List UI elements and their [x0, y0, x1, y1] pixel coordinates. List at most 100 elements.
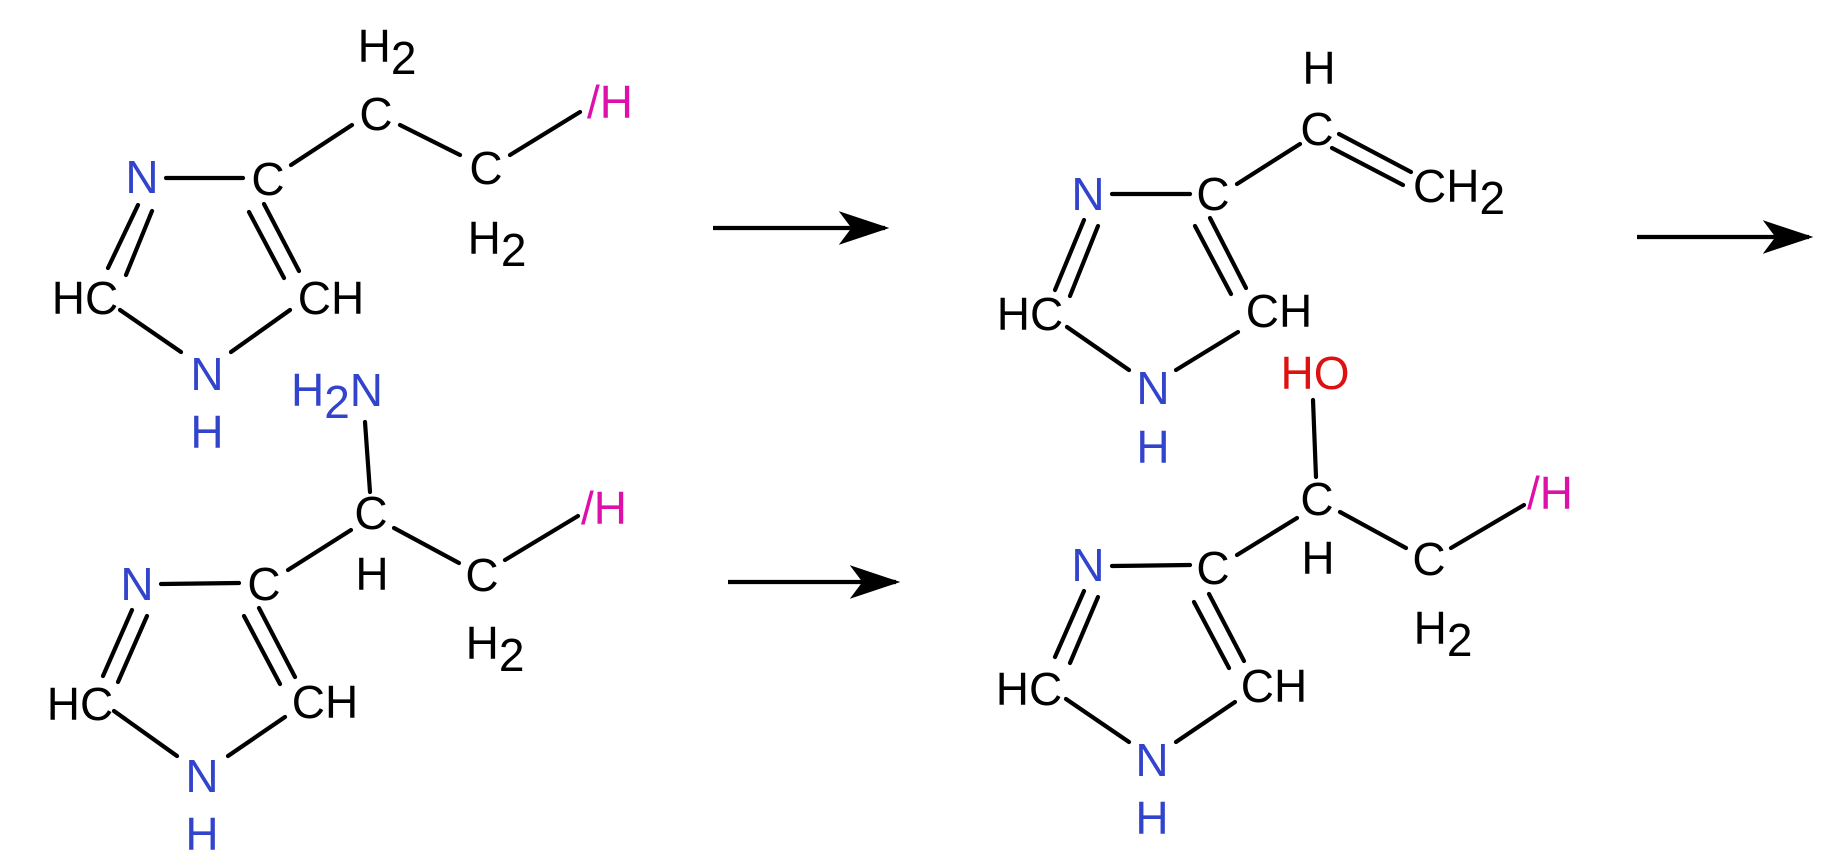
atom-label: N — [125, 151, 158, 203]
amino-imidazole-atom-c5: CH — [292, 676, 358, 728]
vinyl-imidazole-bond-4 — [1064, 324, 1132, 373]
atom-label: C — [247, 558, 280, 610]
ethyl-imidazole-bond-1 — [261, 201, 302, 274]
amino-imidazole-atom-c2: HC — [47, 678, 113, 730]
ethyl-imidazole-bond-9 — [507, 109, 583, 158]
amino-imidazole-atom-cb: C — [465, 549, 498, 601]
ethyl-imidazole-atom-n1: N — [190, 348, 223, 400]
vinyl-imidazole-bond-9 — [1329, 145, 1406, 188]
hydroxy-imidazole-atom-r: /H — [1527, 467, 1573, 519]
ethyl-imidazole-atom-n3: N — [125, 151, 158, 203]
amino-imidazole-bond-7 — [285, 527, 354, 573]
amino-imidazole-bond-2 — [241, 613, 283, 687]
vinyl-imidazole-atom-ca_h: H — [1302, 42, 1335, 94]
ethyl-imidazole-atom-cb: C — [469, 142, 502, 194]
vinyl-imidazole-atom-ca: C — [1300, 103, 1333, 155]
atom-label: H — [358, 20, 391, 72]
atom-label: C — [1196, 542, 1229, 594]
vinyl-imidazole-atom-c4: C — [1196, 168, 1229, 220]
amino-imidazole-bond-4 — [111, 708, 180, 759]
atom-label: HC — [997, 288, 1063, 340]
ethyl-imidazole-bond-7 — [288, 122, 355, 168]
hydroxy-imidazole-bond-3 — [1173, 699, 1238, 745]
atom-subscript: 2 — [324, 376, 350, 428]
amino-imidazole-bond-6 — [115, 613, 150, 685]
ethyl-imidazole-atom-cb_h2: H2 — [468, 212, 527, 276]
hydroxy-imidazole-atom-c2: HC — [996, 663, 1062, 715]
amino-imidazole-atom-ca: C — [354, 487, 387, 539]
atom-label: H — [1302, 42, 1335, 94]
hydroxy-imidazole-atom-n3: N — [1071, 539, 1104, 591]
ethyl-imidazole-bond-3 — [228, 307, 293, 355]
hydroxy-imidazole-bond-7 — [1234, 515, 1300, 558]
atom-label: C — [359, 88, 392, 140]
amino-imidazole-bond-8 — [391, 525, 462, 566]
atom-label: C — [1300, 473, 1333, 525]
amino-imidazole-atom-c4: C — [247, 558, 280, 610]
hydroxy-imidazole-atom-cb: C — [1412, 533, 1445, 585]
atom-subscript: 2 — [1479, 172, 1505, 224]
atom-label: HC — [996, 663, 1062, 715]
amino-imidazole-bond-10 — [362, 419, 373, 495]
vinyl-imidazole-bond-6 — [1067, 223, 1101, 299]
ethyl-imidazole-atom-ca: C — [359, 88, 392, 140]
hydroxy-imidazole-bond-10 — [1310, 397, 1319, 480]
vinyl-imidazole-bond-7 — [1234, 141, 1303, 187]
atom-label: /H — [581, 482, 627, 534]
hydroxy-imidazole-bond-8 — [1337, 509, 1409, 551]
amino-imidazole-atom-nh2: H2N — [291, 364, 383, 428]
amino-imidazole-atom-cb_h2: H2 — [466, 617, 525, 681]
atom-label: H — [468, 212, 501, 264]
atom-label: H — [291, 364, 324, 416]
atom-label: HC — [47, 678, 113, 730]
atom-label: H — [355, 548, 388, 600]
atom-label: /H — [587, 76, 633, 128]
hydroxy-imidazole-bond-2 — [1191, 599, 1232, 671]
atom-label: HO — [1281, 347, 1350, 399]
amino-imidazole-bond-0 — [158, 580, 242, 587]
atom-label: CH — [292, 676, 358, 728]
vinyl-imidazole-atom-cb: CH2 — [1413, 160, 1505, 224]
atom-label: C — [354, 487, 387, 539]
hydroxy-imidazole-bond-4 — [1063, 696, 1132, 745]
atom-subscript: 2 — [1447, 614, 1473, 666]
atom-label: H — [1301, 532, 1334, 584]
atom-tail: N — [350, 364, 383, 416]
vinyl-imidazole-bond-2 — [1192, 223, 1234, 297]
vinyl-imidazole-bond-5 — [1052, 217, 1087, 293]
vinyl-imidazole-bond-1 — [1207, 215, 1249, 291]
ethyl-imidazole-atom-c4: C — [251, 153, 284, 205]
vinyl-imidazole-bond-3 — [1173, 329, 1241, 373]
hydroxy-imidazole-atom-c4: C — [1196, 542, 1229, 594]
atom-label: H — [190, 406, 223, 458]
atom-label: N — [185, 750, 218, 802]
ethyl-imidazole-atom-ca_h2: H2 — [358, 20, 417, 84]
hydroxy-imidazole-atom-ca: C — [1300, 473, 1333, 525]
ethyl-imidazole-bond-8 — [397, 122, 463, 158]
atom-label: N — [1071, 168, 1104, 220]
vinyl-imidazole-atom-n1h: H — [1136, 421, 1169, 473]
atom-label: H — [1414, 602, 1447, 654]
hydroxy-imidazole-bond-6 — [1067, 594, 1101, 666]
hydroxy-imidazole-atom-n1h: H — [1135, 792, 1168, 844]
amino-imidazole-atom-n3: N — [120, 558, 153, 610]
atom-label: H — [185, 808, 218, 860]
atom-label: CH — [1413, 160, 1479, 212]
hydroxy-imidazole-bond-9 — [1448, 502, 1527, 551]
atom-label: C — [1196, 168, 1229, 220]
amino-imidazole-atom-r: /H — [581, 482, 627, 534]
atom-label: H — [1136, 421, 1169, 473]
ethyl-imidazole-bond-4 — [117, 307, 184, 355]
ethyl-imidazole-atom-c5: CH — [298, 272, 364, 324]
hydroxy-imidazole-atom-n1: N — [1135, 734, 1168, 786]
amino-imidazole-bond-3 — [225, 714, 288, 759]
atom-label: HC — [52, 272, 118, 324]
hydroxy-imidazole-bond-1 — [1206, 591, 1247, 664]
atom-subscript: 2 — [391, 32, 417, 84]
hydroxy-imidazole-atom-oh: HO — [1281, 347, 1350, 399]
atom-label: C — [469, 142, 502, 194]
atom-label: CH — [1241, 660, 1307, 712]
